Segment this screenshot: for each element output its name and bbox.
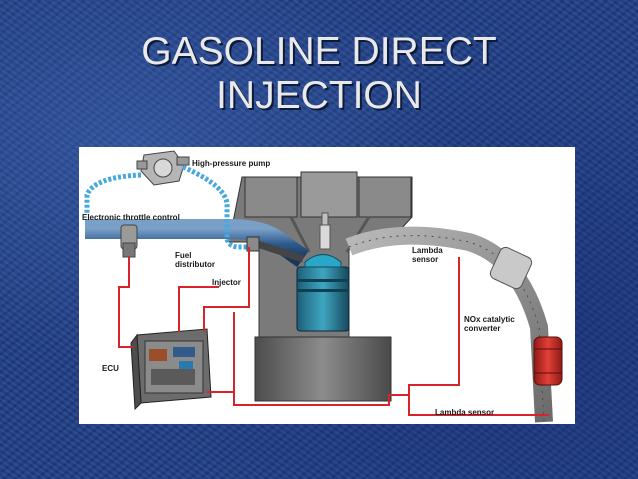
label-fuel-distributor-line-2: distributor	[175, 260, 215, 269]
spark-plug	[319, 212, 331, 250]
title-line-1: GASOLINE DIRECT	[141, 30, 497, 73]
engine-block	[228, 171, 413, 402]
ecu-icon	[130, 328, 212, 411]
label-nox-line-1: NOx catalytic	[464, 315, 515, 324]
nox-catalytic-converter	[533, 336, 563, 386]
title-line-2: INJECTION	[216, 74, 422, 117]
sensor-wires	[118, 247, 549, 416]
intake-pipe	[85, 219, 309, 268]
label-ecu: ECU	[102, 364, 119, 373]
piston	[296, 254, 350, 332]
label-electronic-throttle-control: Electronic throttle control	[82, 213, 180, 222]
label-injector: Injector	[212, 278, 241, 287]
exhaust-pipe	[345, 226, 553, 423]
label-high-pressure-pump: High-pressure pump	[192, 159, 270, 168]
label-lambda-sensor-bottom: Lambda sensor	[435, 408, 494, 417]
gdi-diagram-svg: High-pressure pump Electronic throttle c…	[82, 150, 563, 423]
slide-title: GASOLINE DIRECT INJECTION	[0, 30, 638, 118]
label-lambda-sensor-top-line-1: Lambda	[412, 246, 443, 255]
label-fuel-distributor-line-1: Fuel	[175, 251, 191, 260]
label-lambda-sensor-top-line-2: sensor	[412, 255, 438, 264]
label-nox-line-2: converter	[464, 324, 500, 333]
gdi-diagram: High-pressure pump Electronic throttle c…	[79, 147, 575, 424]
fuel-lines	[84, 164, 259, 250]
high-pressure-pump-icon	[136, 150, 190, 186]
